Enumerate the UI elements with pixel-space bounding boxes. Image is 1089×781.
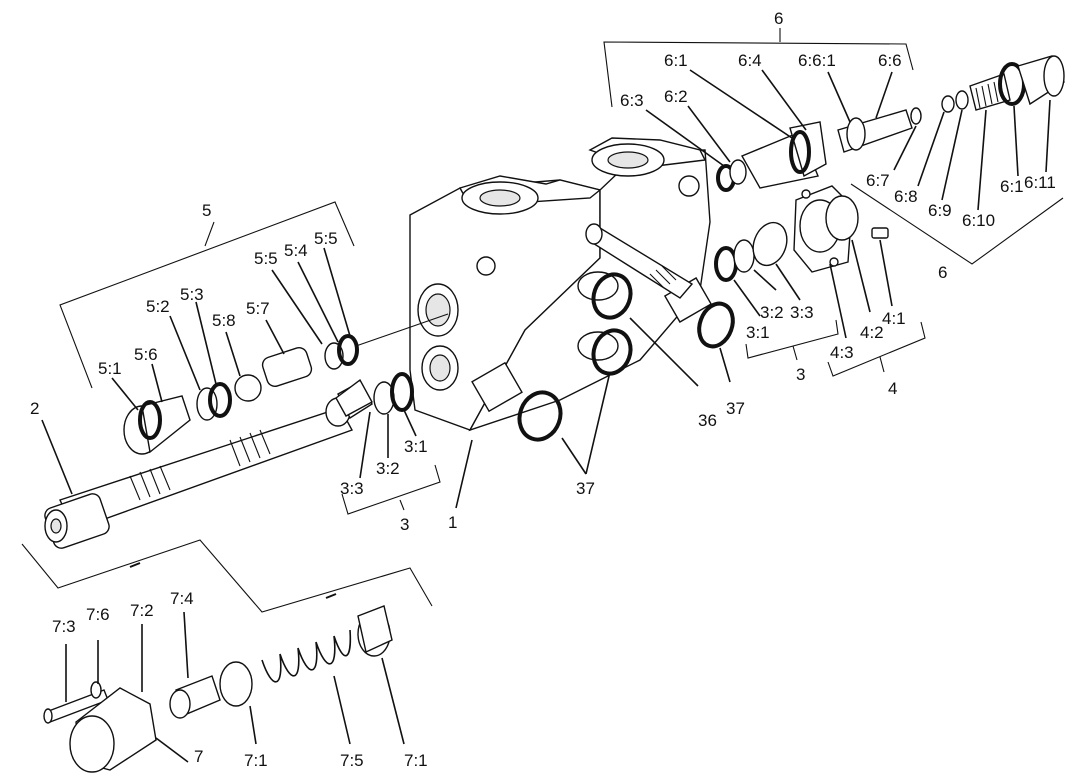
label-3-3-left: 3:3 bbox=[340, 479, 364, 498]
label-6-2: 6:2 bbox=[664, 87, 688, 106]
bracket-6-bottom bbox=[850, 183, 1064, 265]
label-6-1-top: 6:1 bbox=[664, 51, 688, 70]
label-5-6: 5:6 bbox=[134, 345, 158, 364]
label-3-3-right: 3:3 bbox=[790, 303, 814, 322]
bracket-2-to-7 bbox=[21, 539, 433, 613]
label-group-6-bottom: 6 bbox=[938, 263, 947, 282]
label-3-2-left: 3:2 bbox=[376, 459, 400, 478]
bracket-5 bbox=[59, 201, 355, 389]
label-group-5: 5 bbox=[202, 201, 211, 220]
label-5-4: 5:4 bbox=[284, 241, 308, 260]
label-6-6-1: 6:6:1 bbox=[798, 51, 836, 70]
label-5-7: 5:7 bbox=[246, 299, 270, 318]
part-labels: 6 6:1 6:4 6:6:1 6:6 6:3 6:2 6:7 6:8 6:9 … bbox=[30, 9, 1056, 770]
label-6-8: 6:8 bbox=[894, 187, 918, 206]
leader-lines bbox=[41, 69, 1051, 745]
label-6-1-right: 6:1 bbox=[1000, 177, 1024, 196]
group-7-parts bbox=[43, 605, 393, 773]
bracket-6-top bbox=[603, 41, 914, 108]
label-7-3: 7:3 bbox=[52, 617, 76, 636]
bracket-3-left bbox=[341, 464, 441, 515]
label-6-3: 6:3 bbox=[620, 91, 644, 110]
label-7-1-right: 7:1 bbox=[404, 751, 428, 770]
label-6-7: 6:7 bbox=[866, 171, 890, 190]
label-5-5-a: 5:5 bbox=[254, 249, 278, 268]
label-2: 2 bbox=[30, 399, 39, 418]
label-5-1: 5:1 bbox=[98, 359, 122, 378]
valve-body bbox=[409, 137, 713, 432]
label-7-2: 7:2 bbox=[130, 601, 154, 620]
o-rings-36-37 bbox=[517, 272, 735, 442]
bracket-4 bbox=[827, 321, 926, 377]
group-3-left-parts bbox=[335, 372, 414, 417]
label-37-bottom: 37 bbox=[576, 479, 595, 498]
label-5-5-b: 5:5 bbox=[314, 229, 338, 248]
label-5-2: 5:2 bbox=[146, 297, 170, 316]
label-1: 1 bbox=[448, 513, 457, 532]
label-7-6: 7:6 bbox=[86, 605, 110, 624]
label-6-10: 6:10 bbox=[962, 211, 995, 230]
group-6-parts bbox=[716, 55, 1065, 192]
label-3-1-left: 3:1 bbox=[404, 437, 428, 456]
brackets bbox=[21, 28, 1064, 763]
label-group-6-top: 6 bbox=[774, 9, 783, 28]
label-5-3: 5:3 bbox=[180, 285, 204, 304]
label-6-6: 6:6 bbox=[878, 51, 902, 70]
label-7-5: 7:5 bbox=[340, 751, 364, 770]
label-3-2-right: 3:2 bbox=[760, 303, 784, 322]
label-4-1: 4:1 bbox=[882, 309, 906, 328]
label-37-right: 37 bbox=[726, 399, 745, 418]
group-4-parts bbox=[793, 185, 889, 273]
label-6-9: 6:9 bbox=[928, 201, 952, 220]
group-5-parts bbox=[123, 313, 449, 455]
group-3-right-parts bbox=[714, 221, 788, 282]
label-group-7: 7 bbox=[194, 747, 203, 766]
label-4-2: 4:2 bbox=[860, 323, 884, 342]
label-group-3-right: 3 bbox=[796, 365, 805, 384]
spool-assembly bbox=[44, 381, 373, 549]
label-36: 36 bbox=[698, 411, 717, 430]
label-group-4: 4 bbox=[888, 379, 897, 398]
label-3-1-right: 3:1 bbox=[746, 323, 770, 342]
label-5-8: 5:8 bbox=[212, 311, 236, 330]
label-6-4: 6:4 bbox=[738, 51, 762, 70]
label-6-11: 6:11 bbox=[1024, 173, 1056, 192]
label-group-3-left: 3 bbox=[400, 515, 409, 534]
label-7-1-left: 7:1 bbox=[244, 751, 268, 770]
label-7-4: 7:4 bbox=[170, 589, 194, 608]
label-4-3: 4:3 bbox=[830, 343, 854, 362]
